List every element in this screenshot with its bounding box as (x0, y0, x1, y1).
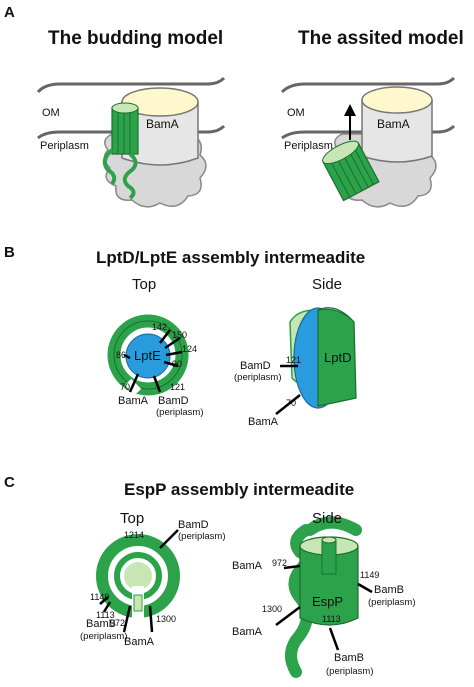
periplasm-note-b-top: (periplasm) (156, 407, 204, 418)
residue-1113-side: 1113 (322, 614, 341, 624)
om-label-left: OM (42, 107, 60, 119)
lpte-label: LptE (134, 348, 161, 363)
espp-label: EspP (312, 594, 344, 609)
residue-70-side: 70 (286, 398, 297, 408)
bamd-label-c: BamD (178, 519, 209, 531)
bamb-label-c-top: BamB (86, 618, 116, 630)
residue-1300-top: 1300 (156, 614, 177, 624)
assisted-model-title: The assited model (298, 28, 464, 49)
periplasm-label-right: Periplasm (284, 140, 333, 152)
periplasm-note-c-side-1: (periplasm) (368, 597, 416, 608)
lptd-lpte-title: LptD/LptE assembly intermeadite (96, 248, 366, 267)
bamb-label-c-side-1: BamB (374, 584, 404, 596)
residue-1300-side: 1300 (262, 604, 283, 614)
residue-70: 70 (120, 382, 131, 392)
residue-1214: 1214 (124, 530, 145, 540)
om-label-right: OM (287, 107, 305, 119)
assisted-model-illustration (280, 76, 456, 208)
residue-124: 124 (182, 344, 198, 354)
bama-label-right: BamA (377, 117, 410, 131)
periplasm-label-left: Periplasm (40, 140, 89, 152)
bama-label-c-top: BamA (124, 636, 154, 648)
periplasm-note-c-bamd: (periplasm) (178, 531, 226, 542)
panel-b-side-label: Side (312, 276, 343, 293)
residue-121: 121 (170, 382, 186, 392)
lptd-lpte-top-view (107, 314, 189, 396)
periplasm-note-c-side-2: (periplasm) (326, 666, 374, 677)
residue-1113-top: 1113 (96, 610, 115, 620)
panel-c-top-label: Top (120, 510, 145, 527)
residue-90: 90 (172, 359, 183, 369)
bama-label-c-side-2: BamA (232, 626, 262, 638)
residue-142: 142 (152, 322, 168, 332)
espp-top-view (96, 529, 180, 633)
espp-side-view (275, 516, 373, 678)
bama-label-b-top: BamA (118, 395, 148, 407)
budding-model-title: The budding model (48, 28, 224, 49)
residue-1149-top: 1149 (90, 592, 110, 602)
panel-b-top-label: Top (132, 276, 157, 293)
bamd-label-b-top: BamD (158, 395, 189, 407)
lptd-label: LptD (324, 350, 352, 365)
periplasm-note-b-side: (periplasm) (234, 372, 282, 383)
bama-label-c-side-1: BamA (232, 560, 262, 572)
residue-972-top: 972 (110, 618, 126, 628)
bama-label-left: BamA (146, 117, 179, 131)
periplasm-note-c-top: (periplasm) (80, 631, 128, 642)
residue-972-side: 972 (272, 558, 288, 568)
residue-1149-side: 1149 (360, 570, 380, 580)
panel-c-side-label: Side (312, 510, 343, 527)
residue-121-side: 121 (286, 355, 302, 365)
lptd-lpte-side-view (275, 307, 357, 415)
panel-c-letter: C (4, 474, 15, 491)
residue-150: 150 (172, 330, 188, 340)
bamd-label-b-side: BamD (240, 360, 271, 372)
panel-a-letter: A (4, 4, 15, 21)
panel-b-letter: B (4, 244, 15, 261)
residue-86: 86 (116, 350, 127, 360)
bamb-label-c-side-2: BamB (334, 652, 364, 664)
espp-title: EspP assembly intermeadite (124, 480, 355, 499)
budding-model-illustration (36, 76, 226, 208)
bama-label-b-side: BamA (248, 416, 278, 428)
